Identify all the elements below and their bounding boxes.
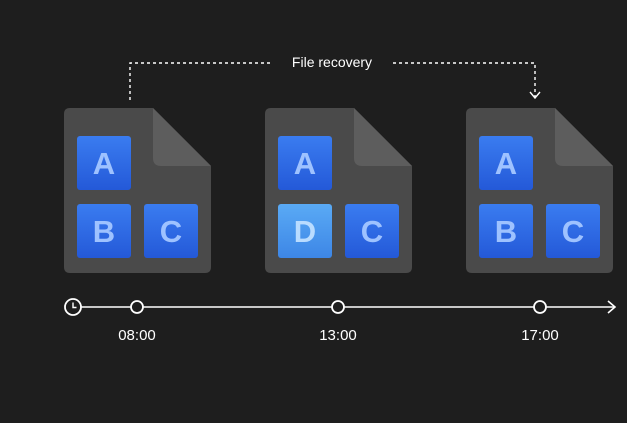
data-block-a: A: [479, 136, 533, 190]
data-block-tile: [546, 204, 600, 258]
recovery-label: File recovery: [292, 54, 372, 70]
data-block-letter: B: [93, 214, 115, 249]
clock-icon: [64, 298, 82, 316]
data-block-letter: A: [93, 146, 115, 181]
data-block-tile: [144, 204, 198, 258]
data-block-tile: [479, 136, 533, 190]
data-block-letter: C: [562, 214, 584, 249]
recovery-path-left: [129, 62, 272, 100]
timeline-marker: [331, 300, 345, 314]
data-block-c: C: [345, 204, 399, 258]
recovery-connector: File recovery: [129, 54, 541, 100]
data-block-c: C: [546, 204, 600, 258]
time-label: 08:00: [118, 327, 156, 344]
data-block-letter: A: [495, 146, 517, 181]
data-block-letter: D: [294, 214, 316, 249]
file-fold: [153, 108, 211, 166]
data-block-a: A: [77, 136, 131, 190]
data-block-tile: [278, 204, 332, 258]
data-block-letter: A: [294, 146, 316, 181]
recovery-path-right: [393, 62, 536, 97]
arrow-right-icon: [607, 300, 617, 314]
time-label: 17:00: [521, 327, 559, 344]
data-block-tile: [77, 136, 131, 190]
file-fold: [555, 108, 613, 166]
data-block-letter: C: [361, 214, 383, 249]
timeline-ticks: 08:00 13:00 17:00: [118, 300, 559, 344]
data-block-a: A: [278, 136, 332, 190]
timeline: 08:00 13:00 17:00: [64, 298, 617, 344]
data-block-tile: [479, 204, 533, 258]
data-block-b: B: [479, 204, 533, 258]
time-label: 13:00: [319, 327, 357, 344]
timeline-marker: [533, 300, 547, 314]
data-block-tile: [345, 204, 399, 258]
data-block-c: C: [144, 204, 198, 258]
data-block-tile: [77, 204, 131, 258]
recovery-arrowhead: [529, 91, 541, 100]
file-fold: [354, 108, 412, 166]
data-block-letter: B: [495, 214, 517, 249]
data-block-b: B: [77, 204, 131, 258]
data-block-tile: [278, 136, 332, 190]
timeline-marker: [130, 300, 144, 314]
file-snapshot: AD C: [265, 108, 412, 273]
file-snapshot: AB C: [466, 108, 613, 273]
data-block-letter: C: [160, 214, 182, 249]
file-snapshot: AB C: [64, 108, 211, 273]
data-block-d: D: [278, 204, 332, 258]
